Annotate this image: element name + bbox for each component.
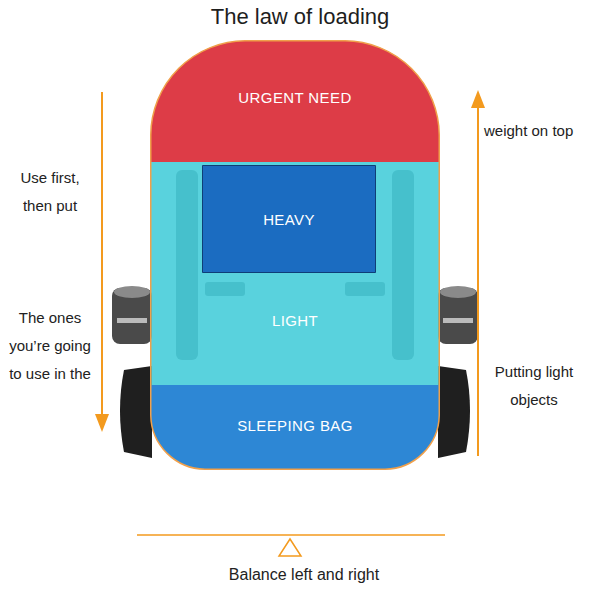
zone-fill [151,385,440,469]
zone-label: HEAVY [263,211,315,228]
bottle-cap [440,286,476,298]
balance-fulcrum [279,539,301,556]
heavy-box: HEAVY [202,165,376,273]
bottle-band [443,318,473,323]
side-pocket [120,366,152,458]
zone-label: LIGHT [272,312,318,329]
order-arrow [101,92,103,416]
instruction-note: Use first, then put [4,164,96,220]
zone-outline [151,385,440,469]
zone-outline [203,166,376,273]
arrow-head [95,414,109,432]
balance-note: Balance left and right [4,561,600,589]
zone-label: SLEEPING BAG [237,417,353,434]
arrow-head [471,90,485,108]
urgent-need-zone: URGENT NEED [150,40,440,162]
light-zone: LIGHT HEAVY [150,162,440,385]
arrow-note: weight on top [484,117,594,145]
zone-fill [203,166,376,273]
side-pocket [438,366,470,458]
bottle-band [117,318,147,323]
balance-beam [137,534,445,536]
bottle-cap [114,286,150,298]
zone-outline [151,162,440,385]
zone-label: URGENT NEED [238,89,351,106]
instruction-note: The ones you’re going to use in the [4,304,96,388]
diagram-title: The law of loading [0,4,600,30]
weight-arrow [477,106,479,456]
zone-outline [151,41,440,162]
zone-fill [150,162,440,385]
arrow-note: Putting light objects [484,358,584,414]
zone-fill [151,41,440,162]
sleeping-bag-zone: SLEEPING BAG [150,385,440,470]
